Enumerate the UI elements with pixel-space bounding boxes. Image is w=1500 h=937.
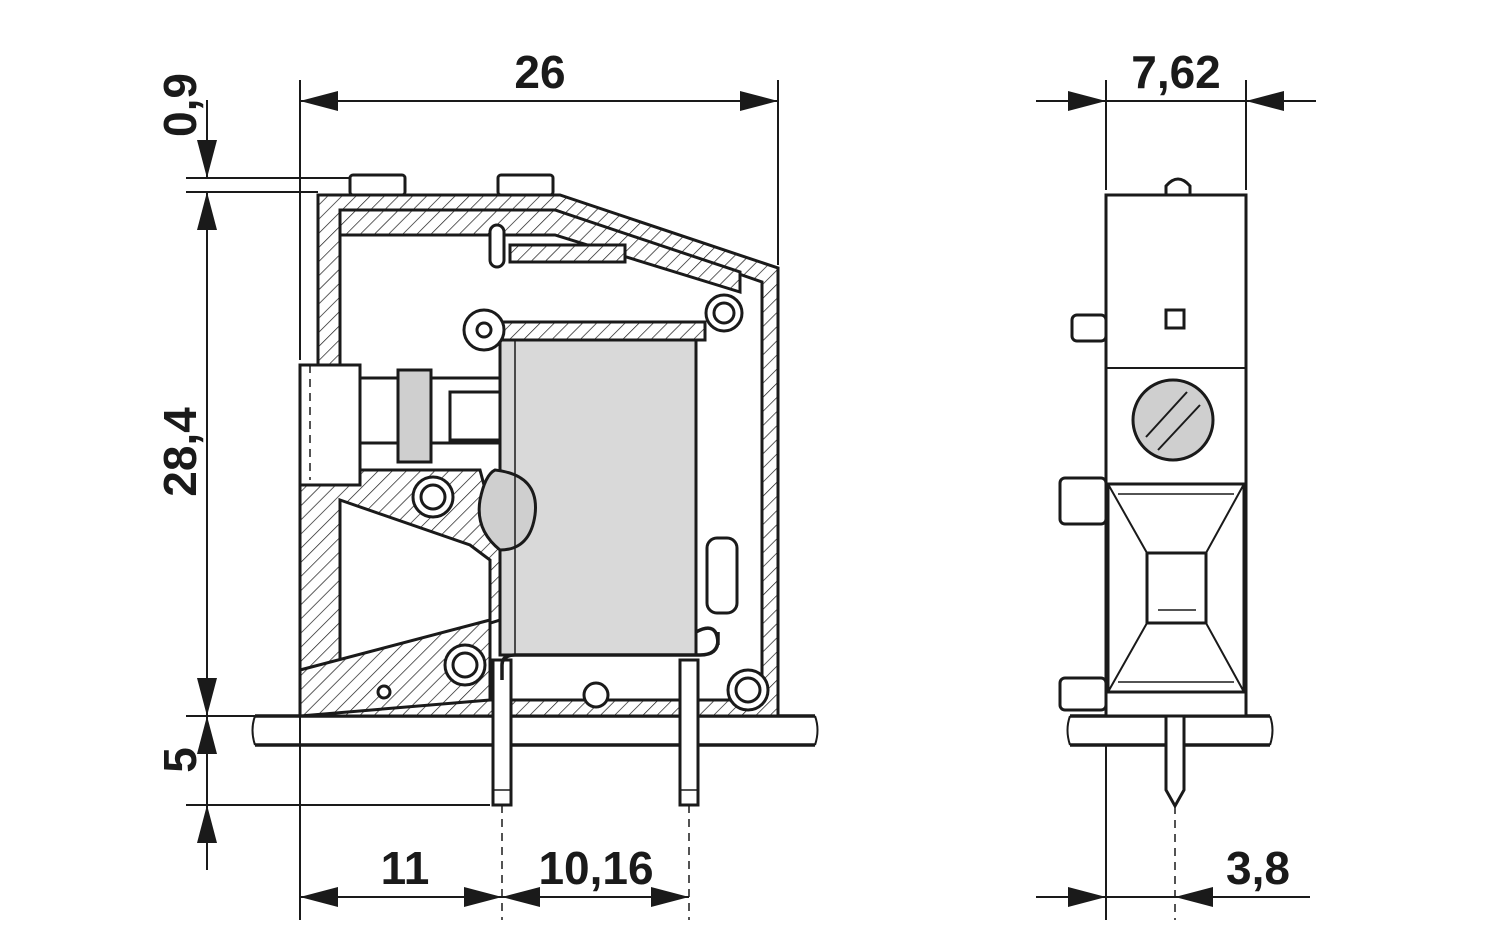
side-tab-mid <box>1058 476 1108 526</box>
dim-label-height: 28,4 <box>154 407 206 497</box>
side-pin <box>1164 714 1186 810</box>
wire-entry-side <box>1106 482 1246 694</box>
clamp-body-front <box>477 320 707 657</box>
dim-label-pin-offset: 11 <box>381 842 430 894</box>
dimension-top-width: 26 <box>299 46 779 360</box>
dimension-side-pin-offset: 3,8 <box>1036 745 1310 920</box>
dimension-pin-length: 5 <box>154 716 490 870</box>
side-square-mark <box>1164 308 1186 330</box>
dimension-pitch: 10,16 <box>502 842 689 907</box>
slot-right <box>705 536 739 615</box>
dimension-pin-offset: 11 <box>299 716 502 920</box>
dimension-height: 28,4 <box>154 192 255 717</box>
dim-label-top-offset: 0,9 <box>154 73 206 137</box>
holes-front <box>376 293 770 712</box>
dimension-side-width: 7,62 <box>1036 46 1316 190</box>
side-view <box>1058 177 1274 920</box>
side-tab-bottom <box>1058 676 1108 712</box>
dim-label-top-width: 26 <box>514 46 565 98</box>
side-tab-top <box>1070 313 1108 343</box>
screw-hole-bottom-mid <box>582 681 610 709</box>
side-top-tab <box>1164 177 1192 197</box>
pin-left <box>491 658 513 807</box>
clamp-lever <box>396 368 433 464</box>
pin-right <box>678 658 700 807</box>
dim-label-pin-length: 5 <box>154 747 206 773</box>
dim-label-side-width: 7,62 <box>1131 46 1221 98</box>
top-latch-right <box>496 173 555 197</box>
wire-entry-front <box>298 363 502 487</box>
dim-label-pitch: 10,16 <box>538 842 653 894</box>
pcb-board-front <box>251 714 819 747</box>
dim-label-side-pin-offset: 3,8 <box>1226 842 1290 894</box>
pins-front <box>491 626 720 807</box>
screw-head-side <box>1131 378 1215 462</box>
top-latch-left <box>348 173 407 197</box>
front-view <box>251 173 819 920</box>
slot-top <box>488 223 506 269</box>
dimension-top-offset: 0,9 <box>154 73 350 193</box>
